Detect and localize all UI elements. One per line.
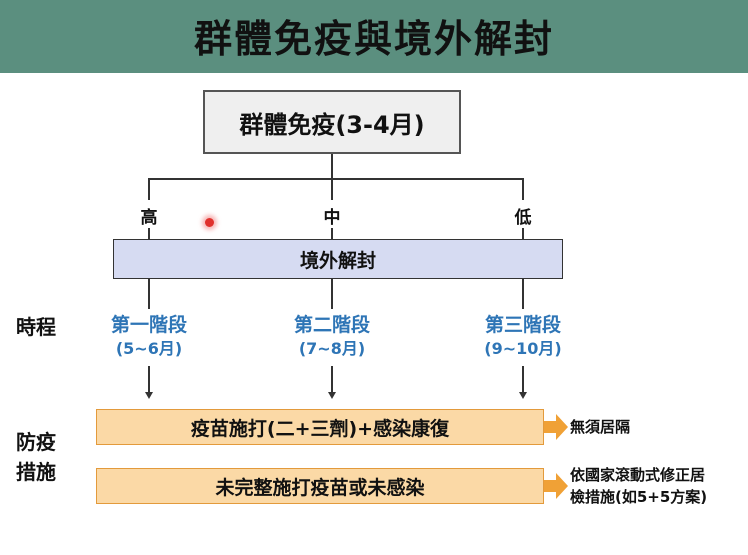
connector-drop-left bbox=[148, 178, 150, 200]
phase-3: 第三階段 (9~10月) bbox=[448, 312, 598, 360]
measures-label: 防疫 措施 bbox=[16, 427, 56, 487]
result-1-line1: 無須居隔 bbox=[570, 418, 631, 436]
herd-immunity-box: 群體免疫(3-4月) bbox=[203, 90, 461, 154]
tick-below-middle bbox=[331, 279, 333, 309]
tick-middle bbox=[331, 228, 333, 239]
header-bar: 群體免疫與境外解封 bbox=[0, 0, 748, 73]
level-high: 高 bbox=[140, 208, 158, 228]
border-reopening-box: 境外解封 bbox=[113, 239, 563, 279]
down-arrow-middle-shaft bbox=[331, 366, 333, 392]
level-low: 低 bbox=[514, 208, 532, 228]
down-arrow-right-shaft bbox=[522, 366, 524, 392]
down-arrow-left-head bbox=[145, 392, 153, 399]
tick-left bbox=[148, 228, 150, 239]
level-medium: 中 bbox=[323, 208, 341, 228]
result-2-line2: 檢措施(如5+5方案) bbox=[570, 488, 708, 506]
connector-horizontal bbox=[148, 178, 524, 180]
connector-vertical-top bbox=[331, 154, 333, 179]
phase-1: 第一階段 (5~6月) bbox=[74, 312, 224, 360]
arrow-right-icon bbox=[544, 473, 568, 499]
phase-1-months: (5~6月) bbox=[115, 339, 183, 358]
result-2-line1: 依國家滾動式修正居 bbox=[570, 466, 706, 484]
phase-2-months: (7~8月) bbox=[298, 339, 366, 358]
result-no-quarantine: 無須居隔 bbox=[570, 416, 630, 438]
connector-drop-middle bbox=[331, 178, 333, 200]
connector-drop-right bbox=[522, 178, 524, 200]
down-arrow-left-shaft bbox=[148, 366, 150, 392]
page-title: 群體免疫與境外解封 bbox=[193, 17, 554, 61]
down-arrow-right-head bbox=[519, 392, 527, 399]
pointer-dot bbox=[205, 218, 214, 227]
arrow-right-icon bbox=[544, 414, 568, 440]
phase-3-months: (9~10月) bbox=[484, 339, 562, 358]
measures-label-line1: 防疫 bbox=[16, 430, 56, 454]
phase-3-name: 第三階段 bbox=[484, 314, 561, 336]
down-arrow-middle-head bbox=[328, 392, 336, 399]
timeline-label: 時程 bbox=[16, 315, 56, 339]
measure-bar-unvaccinated: 未完整施打疫苗或未感染 bbox=[96, 468, 544, 504]
measures-label-line2: 措施 bbox=[16, 460, 56, 484]
tick-below-right bbox=[522, 279, 524, 309]
phase-1-name: 第一階段 bbox=[110, 314, 187, 336]
tick-right bbox=[522, 228, 524, 239]
result-rolling-quarantine: 依國家滾動式修正居 檢措施(如5+5方案) bbox=[570, 464, 707, 508]
measure-bar-vaccinated: 疫苗施打(二+三劑)+感染康復 bbox=[96, 409, 544, 445]
phase-2: 第二階段 (7~8月) bbox=[257, 312, 407, 360]
tick-below-left bbox=[148, 279, 150, 309]
phase-2-name: 第二階段 bbox=[293, 314, 370, 336]
